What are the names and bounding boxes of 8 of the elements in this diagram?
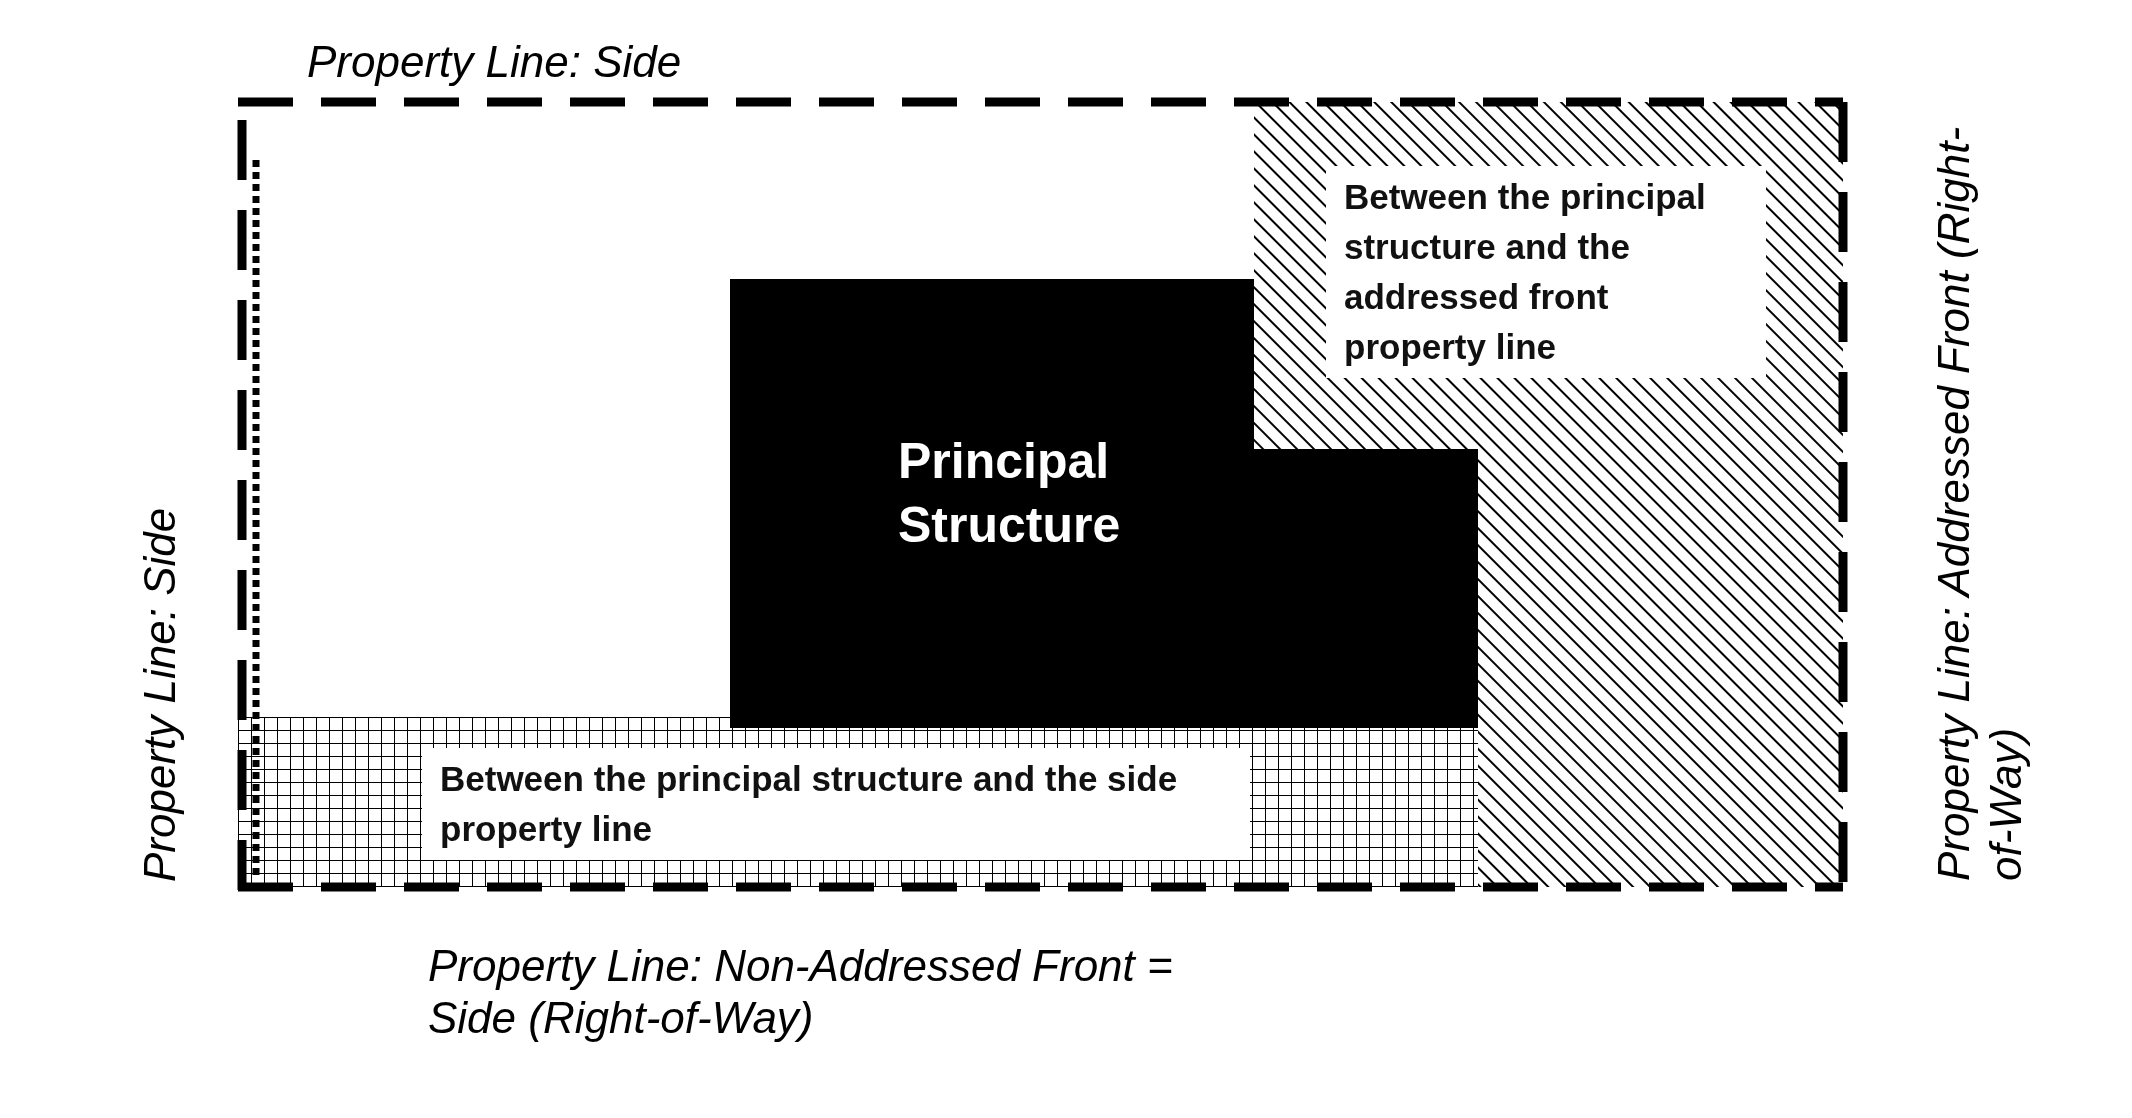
side-yard-area (238, 717, 1478, 887)
property-line-label: Property Line: Side (307, 36, 683, 88)
area-label: Between the principal structure and the addressed front property line (1326, 166, 1766, 378)
area-label: Between the principal structure and the side property line (422, 748, 1250, 860)
property-line-label: Property Line: Non-Addressed Front = Side (Right-of-Way) (428, 940, 1174, 1044)
structure-label: Principal Structure (897, 432, 1122, 555)
property-line-label: Property Line: Addressed Front (Right-of-Way) (1928, 125, 2031, 881)
property-line-label: Property Line: Side (134, 506, 185, 882)
